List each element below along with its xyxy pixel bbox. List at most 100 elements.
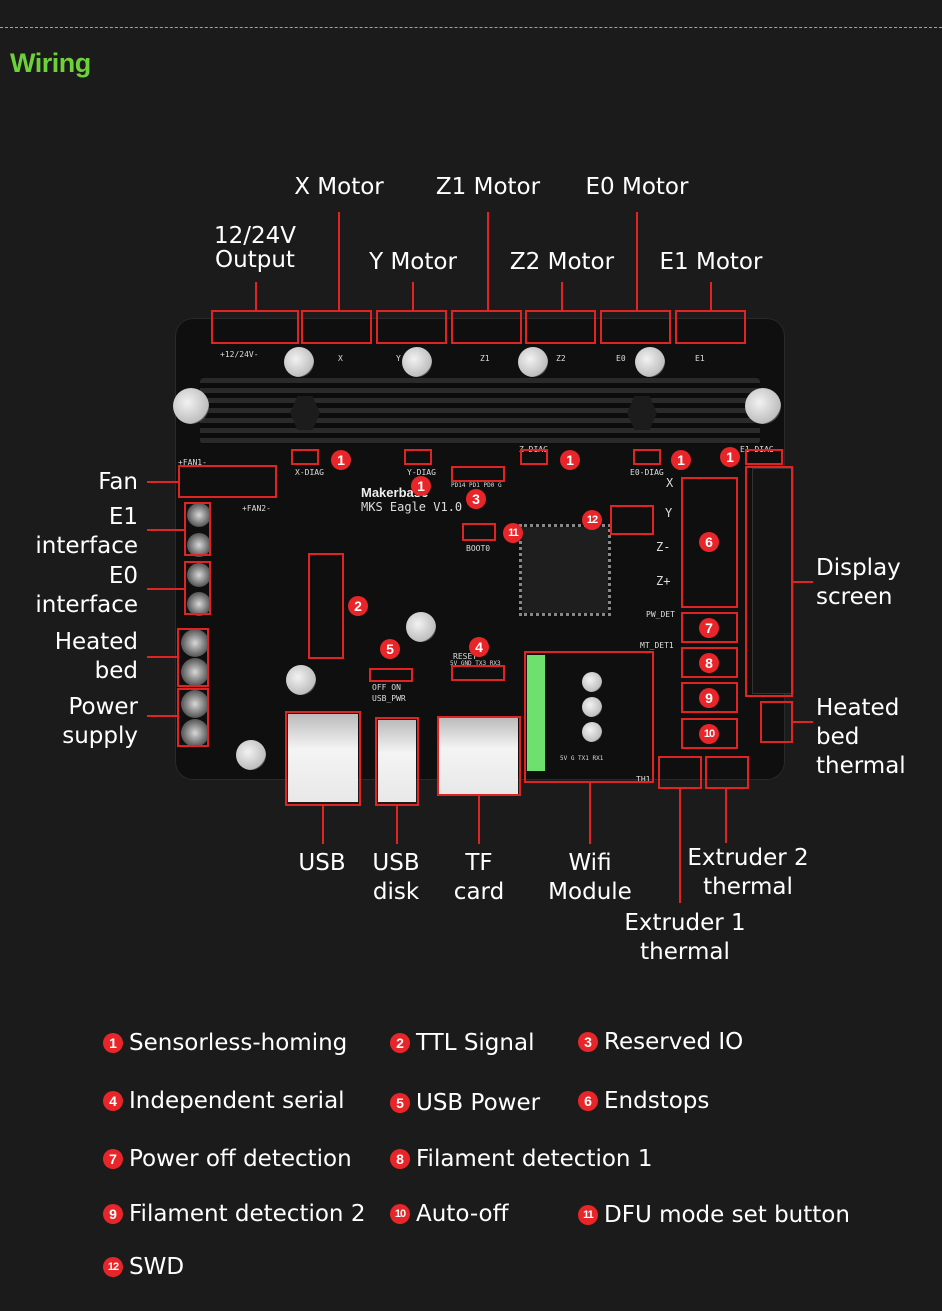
capacitor <box>582 697 602 717</box>
terminal-screw <box>181 629 209 657</box>
label-extruder1-thermal: Extruder 1 thermal <box>624 910 746 965</box>
section-title: Wiring <box>10 48 91 78</box>
leader-line <box>338 212 340 310</box>
section-divider <box>0 27 942 28</box>
legend-badge: 10 <box>390 1204 410 1224</box>
label-x-motor: X Motor <box>294 174 384 200</box>
silk-fan1: +FAN1- <box>178 458 207 467</box>
e1-diag-box <box>745 449 783 465</box>
legend-item: 6 Endstops <box>578 1088 709 1114</box>
legend-item: 8 Filament detection 1 <box>390 1146 652 1172</box>
power-supply-box <box>177 688 209 747</box>
label-e1-interface: E1 interface <box>35 504 138 559</box>
silk-serial: 5V GND TX3 RX3 <box>450 660 501 667</box>
capacitor <box>173 388 209 424</box>
capacitor <box>582 672 602 692</box>
legend-item: 12 SWD <box>103 1254 184 1280</box>
label-z1-motor: Z1 Motor <box>435 174 541 200</box>
label-extruder2-thermal: Extruder 2 thermal <box>687 845 809 900</box>
badge-sensorless-homing: 1 <box>560 450 580 470</box>
legend-item: 7 Power off detection <box>103 1146 352 1172</box>
silk-pw-det: PW_DET <box>646 610 675 619</box>
legend-badge: 4 <box>103 1091 123 1111</box>
e1-interface-box <box>184 502 211 556</box>
extruder1-thermal-box <box>658 756 702 789</box>
wifi-header <box>527 655 545 771</box>
silk-z2: Z2 <box>556 354 566 363</box>
badge-sensorless-homing: 1 <box>671 450 691 470</box>
leader-line <box>793 721 813 723</box>
legend-badge: 6 <box>578 1091 598 1111</box>
auto-off-box <box>681 718 738 749</box>
legend-text: Sensorless-homing <box>129 1030 348 1056</box>
silk-endstop-zp: Z+ <box>656 574 671 588</box>
badge-usb-power: 5 <box>380 639 400 659</box>
badge-endstops: 6 <box>699 532 719 552</box>
display-connector <box>752 468 794 694</box>
y-motor-connector-box <box>376 310 447 344</box>
tf-card-slot <box>438 718 518 794</box>
terminal-screw <box>181 658 209 686</box>
leader-line <box>147 529 184 531</box>
leader-line <box>147 656 177 658</box>
label-fan: Fan <box>98 469 138 495</box>
legend-text: Independent serial <box>129 1088 345 1114</box>
swd-box <box>610 505 654 535</box>
output-connector-box <box>211 310 299 344</box>
usb-disk-box <box>375 717 419 806</box>
badge-dfu-button: 11 <box>503 523 523 543</box>
leader-line <box>725 789 727 843</box>
label-y-motor: Y Motor <box>369 249 457 275</box>
silk-fan2: +FAN2- <box>242 504 271 513</box>
legend-text: DFU mode set button <box>604 1202 850 1228</box>
legend-text: Power off detection <box>129 1146 352 1172</box>
heated-bed-thermal-box <box>760 701 793 743</box>
usb-power-box <box>369 668 413 682</box>
terminal-screw <box>187 503 211 527</box>
silk-wifi-pins: 5V G TX1 RX1 <box>560 755 604 762</box>
badge-sensorless-homing: 1 <box>331 450 351 470</box>
legend-item: 4 Independent serial <box>103 1088 345 1114</box>
legend-item: 11 DFU mode set button <box>578 1202 850 1228</box>
y-diag-box <box>404 449 432 465</box>
silk-endstop-y: Y <box>665 506 673 520</box>
power-off-detection-box <box>681 612 738 643</box>
leader-line <box>561 282 563 310</box>
silk-mt-det1: MT_DET1 <box>640 641 674 650</box>
badge-sensorless-homing: 1 <box>720 447 740 467</box>
badge-sensorless-homing: 1 <box>411 476 431 496</box>
label-12-24v-output: 12/24V Output <box>213 223 297 273</box>
capacitor <box>582 722 602 742</box>
silk-reserved-io: PD14 PD1 PD0 G <box>451 482 502 489</box>
x-motor-connector-box <box>301 310 372 344</box>
leader-line <box>487 212 489 310</box>
leader-line <box>478 796 480 844</box>
e0-motor-connector-box <box>600 310 671 344</box>
x-diag-box <box>291 449 319 465</box>
serial-box <box>451 665 505 681</box>
terminal-screw <box>181 719 209 747</box>
capacitor <box>635 347 665 377</box>
legend-badge: 8 <box>390 1149 410 1169</box>
silk-z1: Z1 <box>480 354 490 363</box>
legend-text: Auto-off <box>416 1201 509 1227</box>
label-e0-motor: E0 Motor <box>585 174 689 200</box>
label-e1-motor: E1 Motor <box>659 249 763 275</box>
tf-card-box <box>437 716 521 796</box>
label-tf-card: TF card <box>453 850 505 905</box>
label-display-screen: Display screen <box>816 555 901 610</box>
badge-reserved-io: 3 <box>466 489 486 509</box>
silk-power-out-1: +12/24V- <box>220 350 259 359</box>
badge-ttl-signal: 2 <box>348 596 368 616</box>
boot0-button-box <box>462 523 496 541</box>
silk-boot0: BOOT0 <box>466 544 491 553</box>
fan-connector-box <box>178 465 277 498</box>
silk-e0-diag: E0-DIAG <box>630 468 664 477</box>
z-diag-box <box>520 449 548 465</box>
usb-box <box>285 711 361 806</box>
terminal-screw <box>187 592 211 616</box>
filament-detection-2-box <box>681 682 738 713</box>
e0-diag-box <box>633 449 661 465</box>
heatsink <box>200 378 760 444</box>
legend-badge: 1 <box>103 1033 123 1053</box>
